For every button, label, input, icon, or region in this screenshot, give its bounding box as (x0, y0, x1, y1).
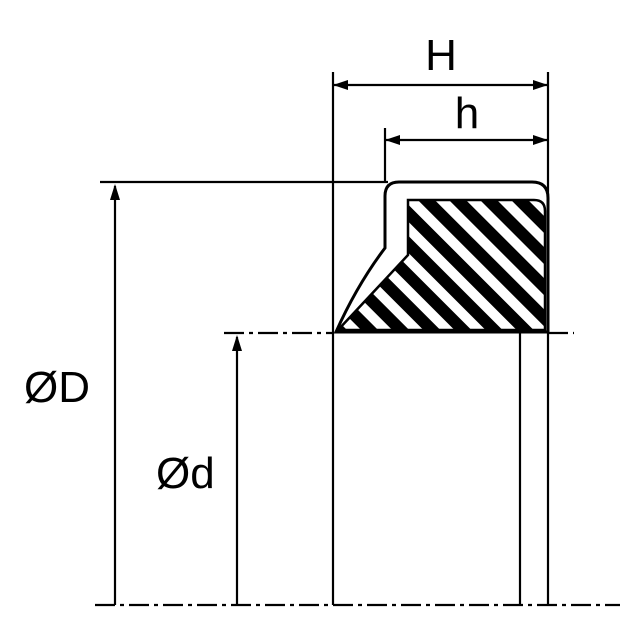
arrowhead-inner-diameter (232, 335, 242, 351)
arrowhead-outer-diameter (110, 184, 120, 200)
arrowhead-h-right (533, 135, 548, 145)
arrowhead-h-left (385, 135, 400, 145)
arrowhead-H-left (333, 80, 348, 90)
arrowhead-H-right (533, 80, 548, 90)
label-outer-diameter: ØD (24, 363, 90, 412)
label-inner-diameter: Ød (156, 449, 215, 498)
seal-elastomer-hatched-section (335, 198, 547, 332)
label-width-total: H (425, 31, 457, 80)
label-width-lip: h (455, 89, 479, 138)
